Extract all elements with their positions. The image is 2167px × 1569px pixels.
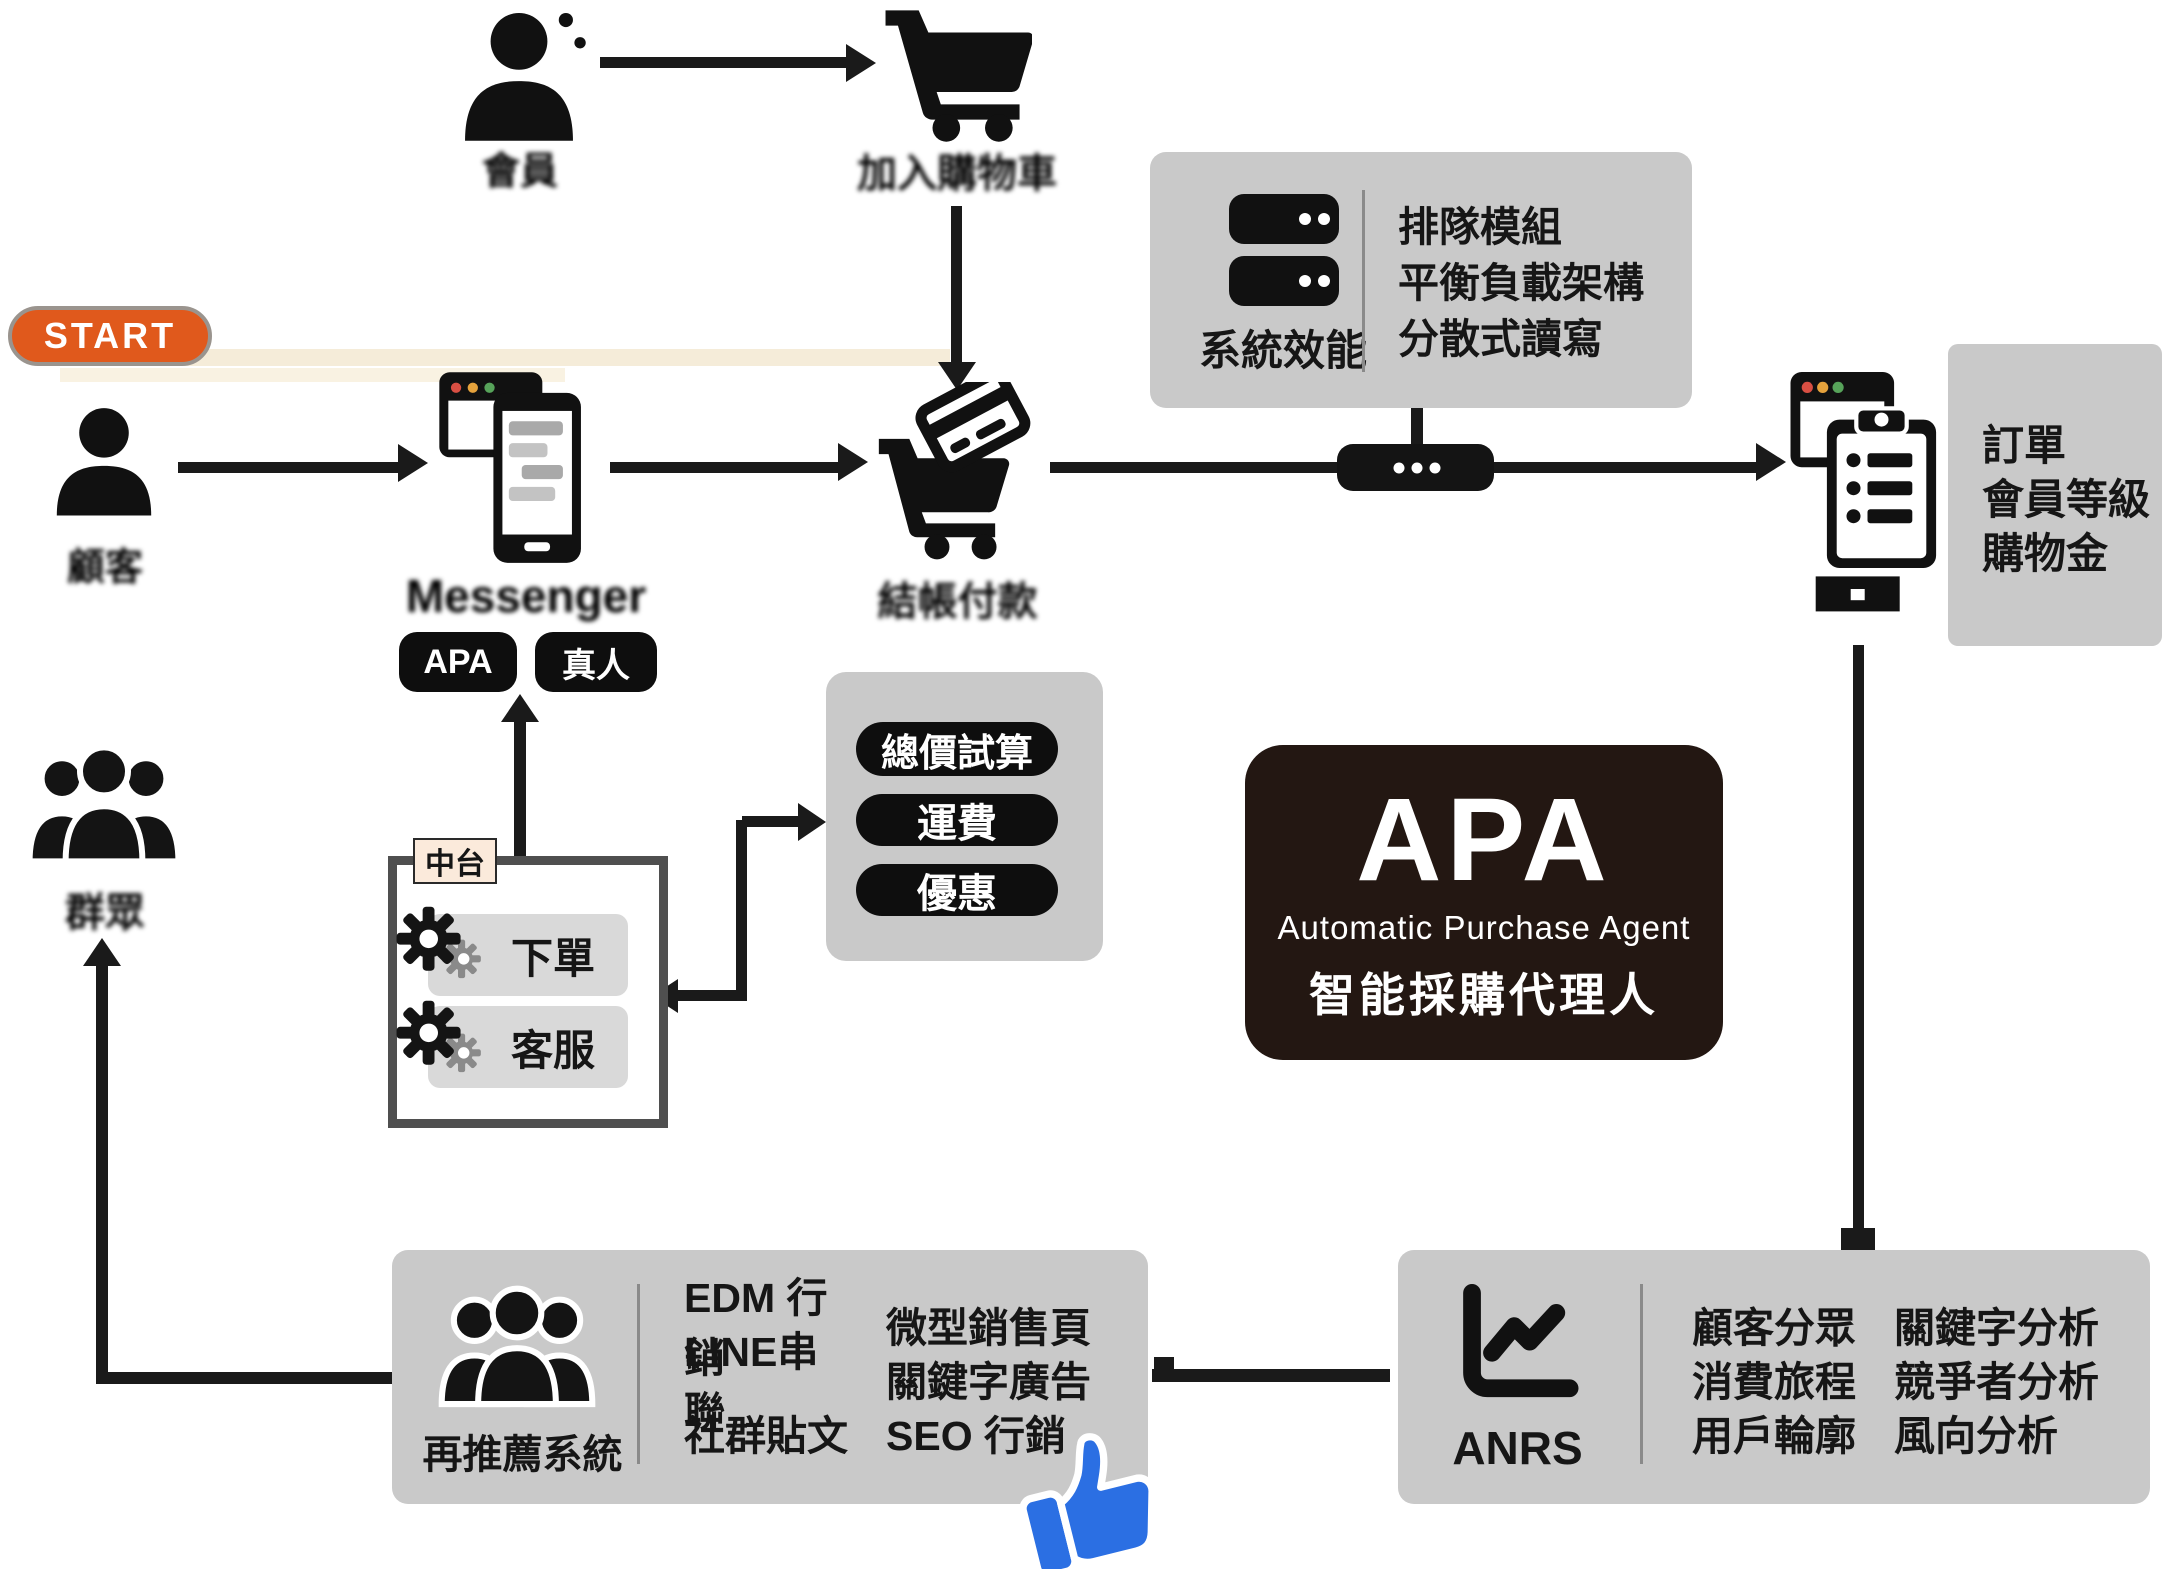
system-panel-item: 平衡負載架構: [1398, 260, 1644, 306]
arrow-user-to-cart: [600, 57, 850, 68]
people-group-icon: [432, 1284, 602, 1410]
start-badge: START: [8, 306, 212, 366]
highlight-band-light: [60, 368, 565, 382]
remarketing-item: SEO 行銷: [886, 1413, 1066, 1459]
mid-platform-tag-label: 中台: [425, 848, 485, 881]
anrs-item: 風向分析: [1894, 1413, 2058, 1459]
audience-label: 群眾: [65, 891, 145, 935]
thumbs-up-icon: [1010, 1422, 1175, 1569]
checkout-cart-icon: [865, 382, 1045, 572]
apa-subtitle-zh: 智能採購代理人: [1309, 968, 1659, 1021]
line-hub-to-order: [1493, 462, 1759, 473]
customer-label: 顧客: [66, 546, 143, 589]
add-to-cart-label: 加入購物車: [857, 152, 1057, 196]
arrowhead-up: [501, 694, 539, 722]
pricing-pill-label: 優惠: [917, 872, 997, 916]
line-anrs-to-remarketing: [1152, 1369, 1390, 1382]
remarketing-divider: [637, 1284, 640, 1464]
line-anrs-bump: [1154, 1357, 1174, 1370]
arrowhead-right: [798, 803, 826, 841]
arrowhead-right: [838, 443, 868, 481]
system-panel-title: 系統效能: [1198, 326, 1367, 374]
remarketing-title: 再推薦系統: [422, 1433, 623, 1477]
line-hub-stem: [1411, 404, 1423, 448]
server-icon: [1228, 194, 1340, 312]
tag-apa-pill: APA: [399, 632, 517, 692]
pricing-pill-label: 運費: [917, 802, 997, 846]
start-label: START: [43, 315, 177, 356]
add-to-cart-icon: [880, 0, 1032, 148]
anrs-item: 顧客分眾: [1692, 1305, 1856, 1351]
order-panel-item: 會員等級: [1982, 475, 2151, 523]
browsing-user-label: 會員: [481, 150, 558, 193]
tag-human-label: 真人: [562, 646, 630, 685]
order-panel-item: 購物金: [1982, 529, 2109, 577]
mid-platform-tag: 中台: [413, 838, 497, 884]
highlight-band: [130, 349, 950, 366]
messenger-label: Messenger: [405, 570, 647, 622]
apa-brand-box: APA Automatic Purchase Agent 智能採購代理人: [1245, 745, 1723, 1060]
arrow-customer-to-messenger: [178, 462, 400, 473]
anrs-item: 消費旅程: [1692, 1359, 1856, 1405]
customer-icon: [45, 394, 163, 526]
line-checkout-to-hub: [1050, 462, 1340, 473]
audience-icon: [20, 734, 188, 876]
pricing-pill: 總價試算: [856, 722, 1058, 776]
order-terminal-icon: [1788, 372, 2003, 617]
arrowhead-right: [398, 444, 428, 482]
messenger-icon: [436, 362, 592, 568]
network-hub-icon: [1337, 444, 1494, 491]
apa-title: APA: [1356, 773, 1612, 906]
line-order-down-nub: [1841, 1228, 1875, 1250]
system-panel-item: 排隊模組: [1398, 204, 1562, 250]
arrowhead-up: [83, 938, 121, 966]
anrs-divider: [1640, 1284, 1643, 1464]
remarketing-item: LINE串聯: [684, 1329, 859, 1435]
analytics-chart-icon: [1450, 1284, 1585, 1406]
pricing-pill-label: 總價試算: [880, 732, 1033, 775]
anrs-panel: [1398, 1250, 2150, 1504]
checkout-label: 結帳付款: [877, 580, 1038, 624]
browsing-user-icon: [448, 0, 590, 148]
tag-human-pill: 真人: [535, 632, 657, 692]
remarketing-item: 微型銷售頁: [886, 1305, 1091, 1351]
arrowhead-right: [1756, 443, 1786, 481]
elbow-bottom: [662, 990, 744, 1001]
line-cart-down: [951, 206, 962, 366]
gear-icon: [393, 990, 493, 1090]
line-audience-horizontal: [96, 1372, 392, 1384]
line-audience-vertical: [96, 966, 108, 1378]
tag-apa-label: APA: [423, 642, 493, 681]
anrs-title: ANRS: [1452, 1422, 1583, 1474]
anrs-item: 關鍵字分析: [1894, 1305, 2099, 1351]
line-order-down: [1853, 645, 1864, 1230]
elbow-top: [742, 816, 802, 827]
remarketing-item: 社群貼文: [684, 1413, 848, 1459]
line-midbox-up: [514, 718, 526, 856]
anrs-item: 競爭者分析: [1894, 1359, 2099, 1405]
mid-platform-row-label: 下單: [510, 934, 595, 982]
gear-icon: [393, 896, 493, 996]
arrow-messenger-to-checkout: [610, 462, 842, 473]
anrs-item: 用戶輪廓: [1692, 1413, 1856, 1459]
arrowhead-right: [846, 44, 876, 82]
order-panel: [1948, 344, 2162, 646]
system-panel-item: 分散式讀寫: [1398, 316, 1603, 362]
remarketing-item: 關鍵字廣告: [886, 1359, 1091, 1405]
order-panel-item: 訂單: [1982, 421, 2067, 469]
system-panel-divider: [1362, 190, 1365, 372]
mid-platform-row-label: 客服: [510, 1026, 595, 1074]
elbow-vertical: [736, 820, 747, 1001]
apa-subtitle: Automatic Purchase Agent: [1277, 908, 1691, 946]
pricing-pill: 運費: [856, 794, 1058, 846]
pricing-pill: 優惠: [856, 864, 1058, 916]
